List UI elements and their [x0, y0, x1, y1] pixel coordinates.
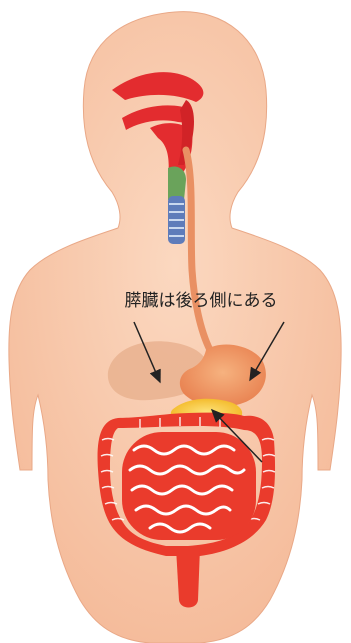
pancreas-label: 膵臓は後ろ側にある [125, 291, 278, 311]
small-intestine [122, 432, 256, 540]
trachea [168, 167, 186, 245]
rectum [176, 548, 200, 608]
